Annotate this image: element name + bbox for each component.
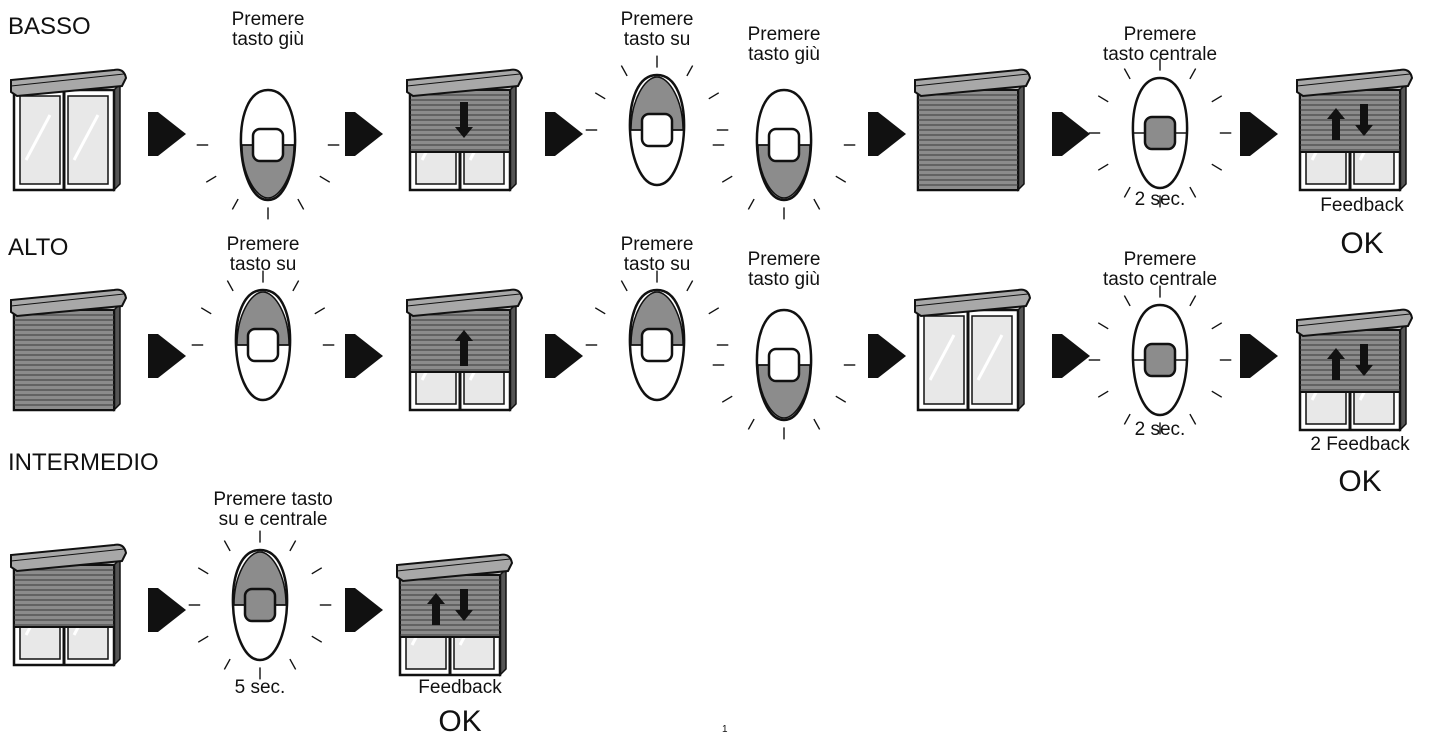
arrow-right-icon bbox=[545, 112, 583, 156]
arrow-right-icon bbox=[1240, 334, 1278, 378]
window-closed-icon bbox=[10, 288, 128, 412]
window-half-icon bbox=[406, 288, 524, 412]
arrow-right-icon bbox=[345, 112, 383, 156]
caption-alto-2: Premere tasto su bbox=[620, 234, 694, 275]
feedback-label-basso: Feedback bbox=[1320, 195, 1404, 216]
arrow-right-icon bbox=[148, 112, 186, 156]
arrow-right-icon bbox=[148, 334, 186, 378]
heading-intermedio: INTERMEDIO bbox=[8, 449, 159, 476]
remote-icon bbox=[191, 270, 335, 402]
caption-basso-3: Premere tasto giù bbox=[747, 24, 821, 65]
hold-time-alto: 2 sec. bbox=[1134, 419, 1186, 440]
arrow-right-icon bbox=[868, 334, 906, 378]
arrow-right-icon bbox=[345, 588, 383, 632]
window-closed-icon bbox=[914, 68, 1032, 192]
remote-icon bbox=[1088, 58, 1232, 208]
window-half-icon bbox=[1296, 68, 1414, 192]
caption-basso-1: Premere tasto giù bbox=[231, 9, 305, 50]
remote-icon bbox=[1088, 285, 1232, 435]
remote-icon bbox=[196, 88, 340, 220]
remote-icon bbox=[585, 270, 729, 402]
arrow-right-icon bbox=[345, 334, 383, 378]
caption-alto-3: Premere tasto giù bbox=[747, 249, 821, 290]
caption-basso-4: Premere tasto centrale bbox=[1102, 24, 1218, 65]
remote-icon bbox=[585, 55, 729, 187]
window-half-icon bbox=[10, 543, 128, 667]
ok-label-alto: OK bbox=[1338, 465, 1382, 498]
ok-label-intermedio: OK bbox=[438, 705, 482, 738]
window-half-icon bbox=[1296, 308, 1414, 432]
remote-icon bbox=[188, 530, 332, 680]
caption-basso-2: Premere tasto su bbox=[620, 9, 694, 50]
caption-alto-1: Premere tasto su bbox=[226, 234, 300, 275]
arrow-right-icon bbox=[1052, 334, 1090, 378]
feedback-label-alto: 2 Feedback bbox=[1310, 434, 1410, 455]
arrow-right-icon bbox=[1240, 112, 1278, 156]
window-open-icon bbox=[10, 68, 128, 192]
ok-label-basso: OK bbox=[1340, 227, 1384, 260]
heading-basso: BASSO bbox=[8, 13, 91, 40]
page-number: 1 bbox=[722, 724, 728, 735]
remote-icon bbox=[712, 308, 856, 440]
hold-time-basso: 2 sec. bbox=[1134, 189, 1186, 210]
window-half-icon bbox=[406, 68, 524, 192]
feedback-label-intermedio: Feedback bbox=[418, 677, 502, 698]
caption-alto-4: Premere tasto centrale bbox=[1102, 249, 1218, 290]
arrow-right-icon bbox=[148, 588, 186, 632]
heading-alto: ALTO bbox=[8, 234, 69, 261]
window-half-icon bbox=[396, 553, 514, 677]
window-open-icon bbox=[914, 288, 1032, 412]
remote-icon bbox=[712, 88, 856, 220]
caption-intermedio-1: Premere tasto su e centrale bbox=[213, 489, 333, 530]
arrow-right-icon bbox=[868, 112, 906, 156]
arrow-right-icon bbox=[1052, 112, 1090, 156]
hold-time-intermedio: 5 sec. bbox=[234, 677, 286, 698]
arrow-right-icon bbox=[545, 334, 583, 378]
